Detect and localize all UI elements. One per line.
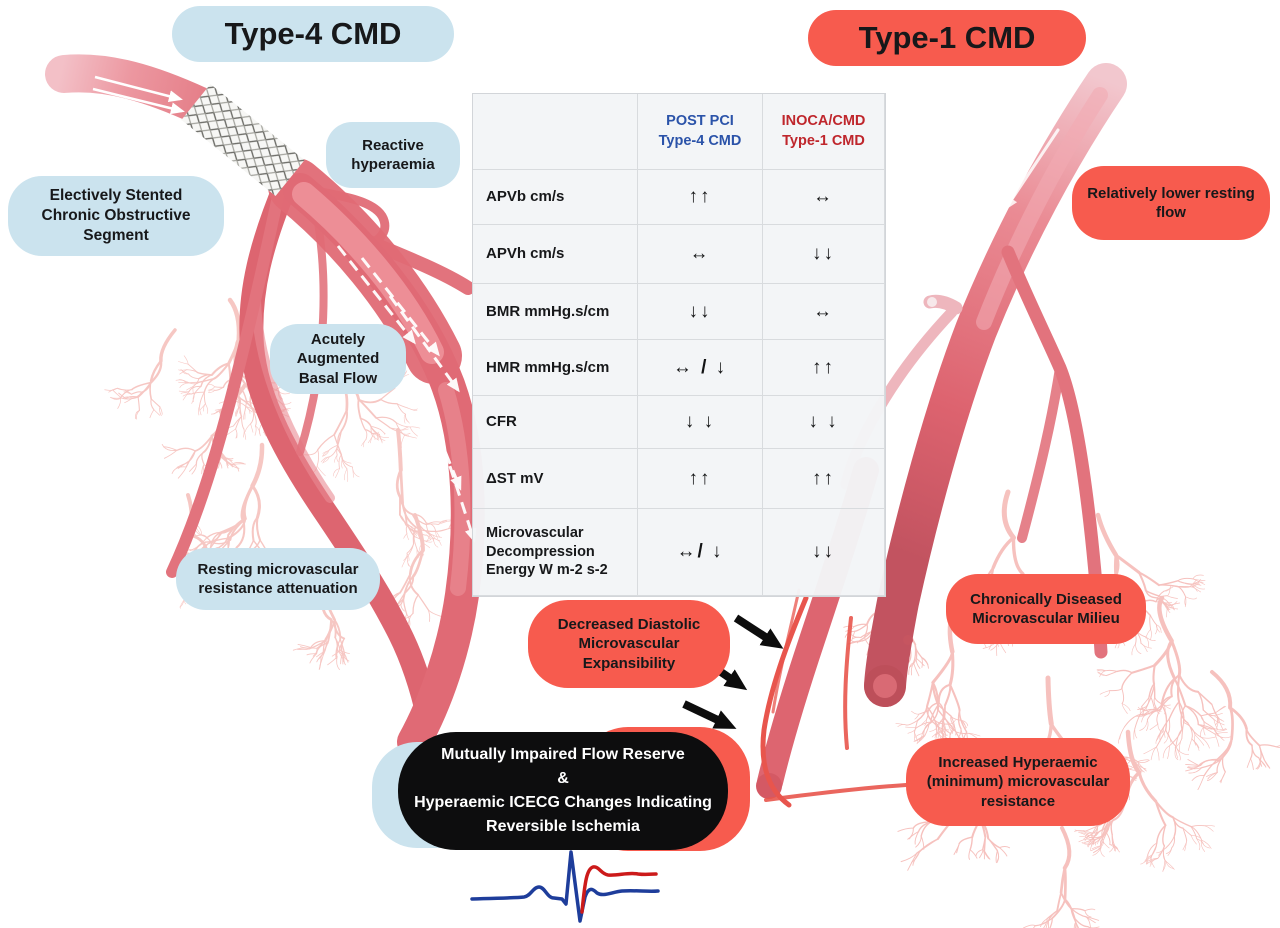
type4-cmd-title: Type-4 CMD	[172, 6, 454, 62]
row-label-dst: ΔST mV	[473, 449, 638, 509]
summary-black-box: Mutually Impaired Flow Reserve & Hyperae…	[398, 732, 728, 850]
col-header-type1: INOCA/CMD Type-1 CMD	[763, 94, 885, 170]
row-value-cfr-type1: ↓ ↓	[763, 396, 885, 449]
row-label-cfr: CFR	[473, 396, 638, 449]
col-header-type4: POST PCI Type-4 CMD	[638, 94, 763, 170]
row-label-bmr: BMR mmHg.s/cm	[473, 284, 638, 340]
callout-reactive-hyperaemia: Reactive hyperaemia	[326, 122, 460, 188]
row-label-decompression-energy: Microvascular Decompression Energy W m-2…	[473, 509, 638, 596]
row-value-dst-type4: ↑↑	[638, 449, 763, 509]
low-flow-streak-icon	[1004, 128, 1060, 211]
table-corner-cell	[473, 94, 638, 170]
callout-electively-stented: Electively Stented Chronic Obstructive S…	[8, 176, 224, 256]
row-value-hmr-type1: ↑↑	[763, 340, 885, 396]
comparison-table: POST PCI Type-4 CMD INOCA/CMD Type-1 CMD…	[472, 93, 886, 597]
row-value-bmr-type4: ↓↓	[638, 284, 763, 340]
row-value-apvb-type1: ↔	[763, 170, 885, 225]
callout-lower-resting-flow: Relatively lower resting flow	[1072, 166, 1270, 240]
row-label-hmr: HMR mmHg.s/cm	[473, 340, 638, 396]
callout-resting-resistance: Resting microvascular resistance attenua…	[176, 548, 380, 610]
row-label-apvh: APVh cm/s	[473, 225, 638, 284]
row-value-decompression-type4: ↔/ ↓	[638, 509, 763, 596]
row-value-apvh-type1: ↓↓	[763, 225, 885, 284]
ecg-baseline	[470, 850, 660, 923]
row-value-decompression-type1: ↓↓	[763, 509, 885, 596]
constricted-vessels	[760, 588, 908, 808]
callout-increased-hyperaemic: Increased Hyperaemic (minimum) microvasc…	[906, 738, 1130, 826]
callout-acutely-augmented: Acutely Augmented Basal Flow	[270, 324, 406, 394]
row-value-apvb-type4: ↑↑	[638, 170, 763, 225]
stent-mesh-icon	[181, 84, 305, 196]
row-value-cfr-type4: ↓ ↓	[638, 396, 763, 449]
callout-decreased-diastolic: Decreased Diastolic Microvascular Expans…	[528, 600, 730, 688]
callout-chronically-diseased: Chronically Diseased Microvascular Milie…	[946, 574, 1146, 644]
ecg-trace	[470, 850, 660, 923]
flow-arrow-icons	[91, 75, 477, 543]
row-label-apvb: APVb cm/s	[473, 170, 638, 225]
row-value-bmr-type1: ↔	[763, 284, 885, 340]
ecg-st-elevation	[580, 865, 658, 914]
type1-cmd-title: Type-1 CMD	[808, 10, 1086, 66]
row-value-hmr-type4: ↔ / ↓	[638, 340, 763, 396]
row-value-dst-type1: ↑↑	[763, 449, 885, 509]
stented-segment	[45, 54, 305, 196]
row-value-apvh-type4: ↔	[638, 225, 763, 284]
